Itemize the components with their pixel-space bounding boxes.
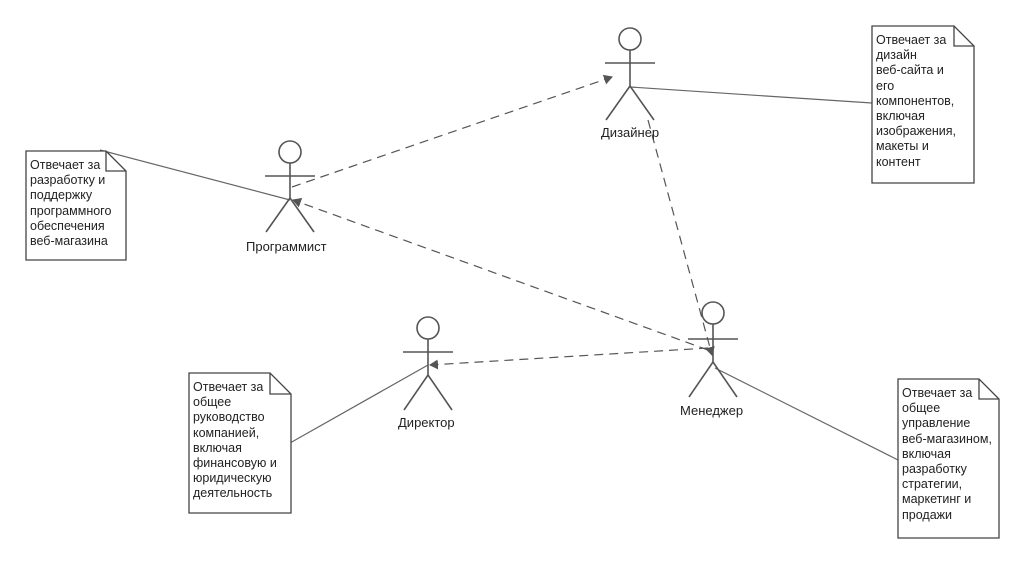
relation-manager-director [429,347,709,370]
note-director-fold [269,373,291,395]
note-manager-shape [897,378,1000,539]
connector-director-note [289,364,429,444]
actor-manager-label: Менеджер [680,403,744,418]
note-director-shape [188,372,292,514]
connector-manager-note [714,367,899,461]
note-programmer-shape [25,150,127,261]
actor-designer-label: Дизайнер [601,125,660,140]
actor-programmer-figure [265,140,315,233]
note-designer-text: Отвечает за дизайн веб-сайта и его компо… [876,33,957,169]
note-designer-shape [871,25,975,184]
actor-director-figure [403,316,453,411]
actor-designer-figure [605,27,655,121]
relation-designer-manager [647,119,715,356]
actor-programmer-label: Программист [246,239,327,254]
actor-director-label: Директор [398,415,455,430]
connector-designer-note [629,86,873,104]
relation-programmer-designer [291,74,613,188]
connector-programmer-note [99,149,291,201]
note-designer-fold [953,26,974,47]
actor-manager-figure [688,301,738,398]
note-programmer-text: Отвечает за разработку и поддержку прогр… [30,158,112,249]
note-manager-fold [978,379,999,400]
note-programmer-fold [105,151,126,172]
note-director-text: Отвечает за общее руководство компанией,… [193,380,277,501]
relation-manager-programmer [292,198,709,351]
note-manager-text: Отвечает за общее управление веб-магазин… [902,386,992,522]
